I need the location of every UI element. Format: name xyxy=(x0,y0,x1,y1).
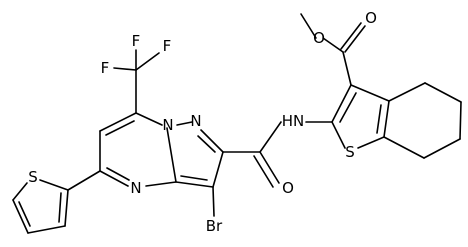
atom-s-benzothiophene: S xyxy=(345,143,355,161)
bond-th-c2-c3 xyxy=(64,189,69,227)
bond-c3-c2-inner xyxy=(339,92,357,123)
bond-c3a-n7a xyxy=(166,127,177,183)
atom-label: N xyxy=(190,112,201,130)
atom-o-ester-carbonyl: O xyxy=(365,9,377,27)
bond-c7a-c3a xyxy=(383,100,390,138)
bond-th-s-c2 xyxy=(39,179,69,191)
bond-c3p-c3a-inner xyxy=(180,175,208,181)
bond-amide-double-1 xyxy=(259,151,280,184)
atom-label: F xyxy=(101,59,110,77)
atom-n-pyrimidine: N xyxy=(130,179,141,197)
atom-n-bridgehead: N xyxy=(162,116,173,134)
bond-c7-c7a xyxy=(383,136,425,159)
bond-c7a-c3a-inner xyxy=(376,104,382,134)
bond-n7a-c7 xyxy=(135,112,163,126)
bond-c4-c5 xyxy=(424,82,462,103)
atom-label: O xyxy=(282,179,294,197)
bond-c3a-c4 xyxy=(388,82,426,102)
bond-nh-amide-c xyxy=(259,121,282,153)
bond-carbonyl-double-1 xyxy=(344,25,366,53)
atom-o-amide: O xyxy=(282,179,294,197)
bond-o-carbonyl-c xyxy=(322,37,344,53)
atom-label: S xyxy=(345,143,355,161)
atom-br: Br xyxy=(206,217,223,235)
bond-n4-c3a xyxy=(145,181,177,187)
bond-c3-c3a xyxy=(350,84,390,102)
bond-th-c4-c5-inner xyxy=(18,201,31,227)
atom-label: N xyxy=(130,179,141,197)
atom-label: N xyxy=(162,116,173,134)
bond-th-c3-c4 xyxy=(27,225,66,234)
atom-label: O xyxy=(313,29,325,47)
atom-f-right: F xyxy=(163,37,172,55)
atom-f-left: F xyxy=(101,59,110,77)
bond-th-c5-s xyxy=(12,182,28,201)
bond-c5-n4-inner xyxy=(106,167,130,181)
atom-labels: O O F F F N N N HN S S B xyxy=(28,9,377,235)
bond-c5-n4 xyxy=(99,170,129,187)
atom-o-methoxy: O xyxy=(313,29,325,47)
bond-amide-double-2 xyxy=(253,155,274,188)
atom-nh-amide: HN xyxy=(282,112,305,130)
bond-carbonyl-ring xyxy=(342,51,352,86)
atom-label: O xyxy=(365,9,377,27)
atom-label: S xyxy=(28,168,38,186)
atom-label: HN xyxy=(282,112,305,130)
bond-lines xyxy=(12,13,462,234)
atom-label: F xyxy=(132,32,141,50)
atom-label: F xyxy=(163,37,172,55)
bond-c7-c6 xyxy=(99,112,137,132)
bond-methyl-o xyxy=(300,13,317,39)
bond-cf3-f-left xyxy=(113,67,137,71)
bond-n1-n7a xyxy=(176,121,193,126)
atom-n-pyrazole: N xyxy=(190,112,201,130)
bond-c5-thiophene xyxy=(67,170,101,191)
bond-s-c7a xyxy=(357,136,385,149)
atom-label: Br xyxy=(206,217,223,235)
atom-s-thiophene: S xyxy=(28,168,38,186)
atom-f-top: F xyxy=(132,32,141,50)
bond-c2p-n1 xyxy=(200,129,224,153)
bond-th-c2-c3-inner xyxy=(58,192,62,223)
bond-c2p-c3p xyxy=(212,151,224,188)
bond-c3-c2 xyxy=(331,84,352,123)
bond-c2-s xyxy=(331,121,346,149)
bond-th-c4-c5 xyxy=(12,199,29,234)
bond-c3p-br xyxy=(212,186,215,217)
bond-c2p-n1-inner xyxy=(197,135,216,153)
bond-c3p-c3a xyxy=(175,181,214,188)
bond-cf3-f-right xyxy=(135,52,160,71)
bond-c5-c6 xyxy=(459,101,462,140)
bond-carbonyl-double-2 xyxy=(340,22,362,50)
bond-c6-c7 xyxy=(423,138,461,159)
bond-c7-c6-inner xyxy=(105,120,135,136)
